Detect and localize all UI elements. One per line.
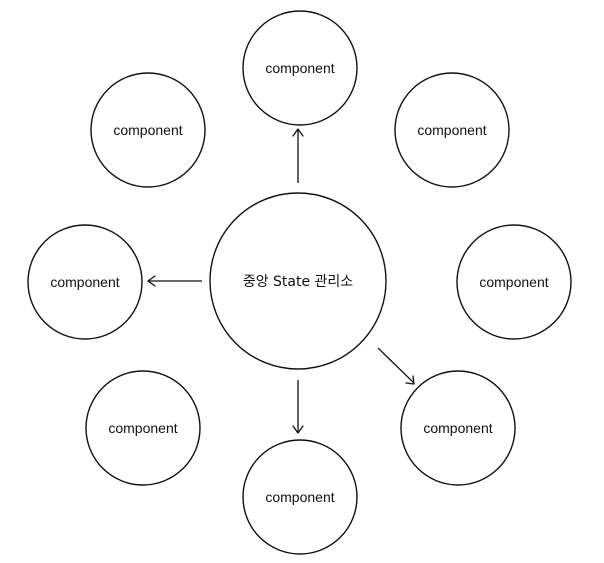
component-node-top-right: component <box>394 72 510 188</box>
hub-circle <box>209 192 387 370</box>
hub-node: 중앙 State 관리소 <box>209 192 387 370</box>
component-node-bottom: component <box>242 439 358 555</box>
component-label-right: component <box>479 274 548 290</box>
component-label-bottom-left: component <box>108 420 177 436</box>
arrow-hub-to-left <box>147 275 202 287</box>
arrow-hub-to-top <box>292 128 304 183</box>
arrow-hub-to-bottom-right <box>377 347 415 385</box>
component-label-bottom-right: component <box>423 420 492 436</box>
component-label-bottom: component <box>265 489 334 505</box>
component-label-left: component <box>50 274 119 290</box>
component-node-bottom-right: component <box>400 370 516 486</box>
component-label-top: component <box>265 60 334 76</box>
component-node-right: component <box>456 224 572 340</box>
component-node-top-left: component <box>90 72 206 188</box>
component-node-top: component <box>242 10 358 126</box>
arrow-hub-to-bottom <box>292 380 304 434</box>
component-label-top-right: component <box>417 122 486 138</box>
component-label-top-left: component <box>113 122 182 138</box>
component-node-left: component <box>27 224 143 340</box>
hub-label: 중앙 State 관리소 <box>243 274 353 290</box>
component-node-bottom-left: component <box>85 370 201 486</box>
